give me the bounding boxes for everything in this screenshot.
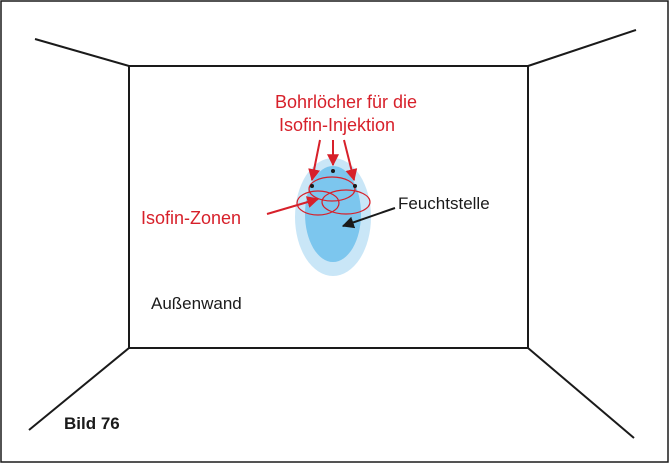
label-holes-line2: Isofin-Injektion: [279, 115, 395, 135]
drill-hole-left: [310, 184, 314, 188]
isofin-zone-left: [296, 190, 340, 216]
arrow-damp-spot: [341, 207, 396, 229]
label-zones: Isofin-Zonen: [141, 208, 241, 228]
edge-top-right: [527, 29, 637, 67]
label-damp-spot: Feuchtstelle: [398, 194, 490, 213]
arrow-zones: [266, 196, 320, 215]
isofin-zone-right: [321, 189, 371, 215]
figure-caption: Bild 76: [64, 414, 120, 433]
label-wall: Außenwand: [151, 294, 242, 313]
isofin-zone-top: [308, 176, 356, 202]
arrow-hole-left: [308, 139, 321, 182]
back-wall: [128, 65, 529, 349]
edge-top-left: [34, 38, 130, 67]
edge-bottom-left: [28, 347, 130, 431]
arrow-hole-right: [343, 139, 358, 182]
edge-bottom-right: [527, 347, 635, 439]
label-holes-line1: Bohrlöcher für die: [275, 92, 417, 112]
drill-hole-right: [353, 184, 357, 188]
drill-hole-center: [331, 169, 335, 173]
